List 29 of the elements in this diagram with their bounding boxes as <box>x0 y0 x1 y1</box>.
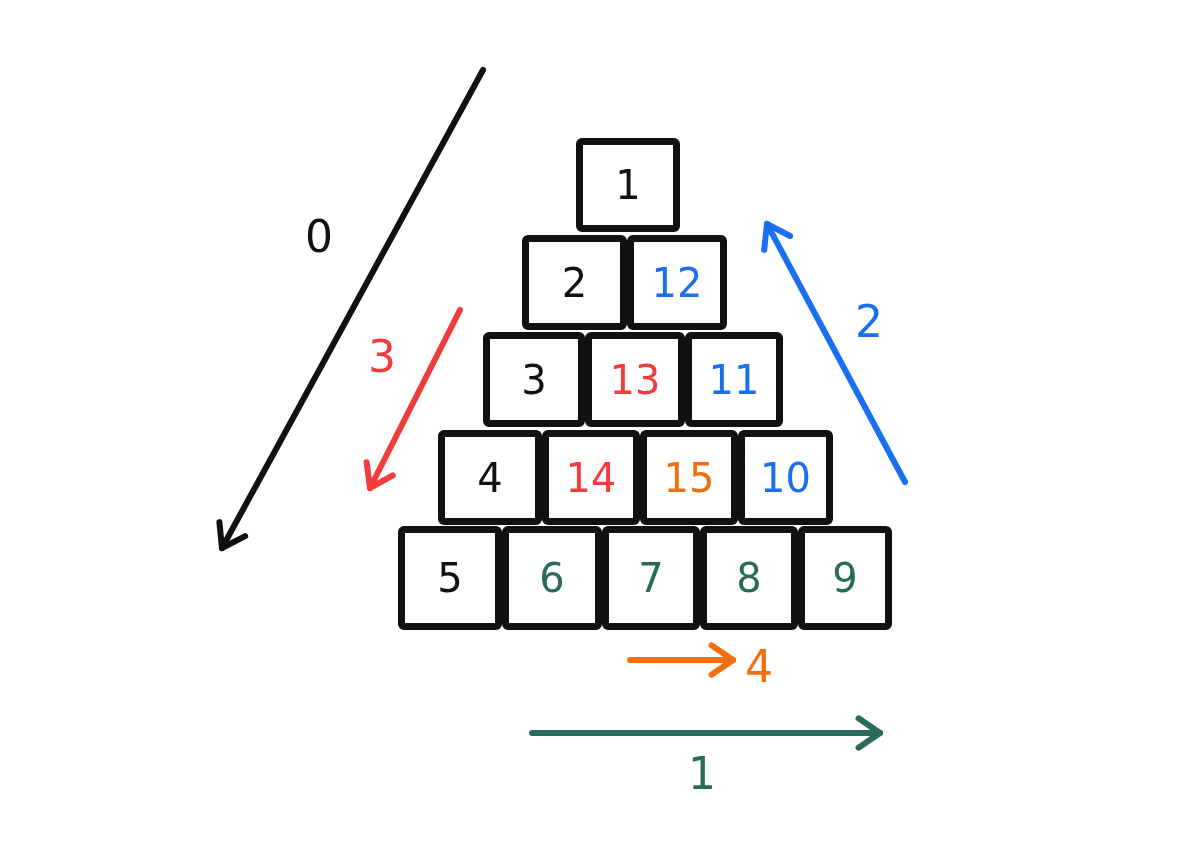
box-number: 14 <box>565 454 617 501</box>
number-box <box>798 526 892 630</box>
box-number: 3 <box>521 356 547 403</box>
direction-number: 3 <box>368 335 396 379</box>
box-number: 5 <box>437 555 463 601</box>
box-number: 9 <box>832 555 858 601</box>
direction-number: 0 <box>305 215 333 259</box>
number-box <box>438 430 542 525</box>
number-box <box>738 430 833 525</box>
box-number: 13 <box>609 356 661 403</box>
box-number: 4 <box>477 454 503 501</box>
box-number: 10 <box>760 454 811 501</box>
number-box <box>576 138 680 232</box>
number-box <box>522 235 627 330</box>
number-box <box>398 526 502 630</box>
box-number: 7 <box>638 555 664 601</box>
number-box <box>627 235 727 330</box>
box-number: 1 <box>615 162 641 208</box>
direction-number: 4 <box>745 645 773 689</box>
box-number: 6 <box>539 555 565 601</box>
box-number: 12 <box>651 259 703 306</box>
box-number: 15 <box>663 454 715 501</box>
number-box <box>483 332 585 427</box>
box-number: 2 <box>561 259 588 306</box>
number-box <box>685 332 783 427</box>
box-number: 11 <box>708 356 760 403</box>
box-number: 8 <box>736 555 762 601</box>
direction-number: 1 <box>688 752 716 796</box>
direction-number: 2 <box>855 300 883 344</box>
